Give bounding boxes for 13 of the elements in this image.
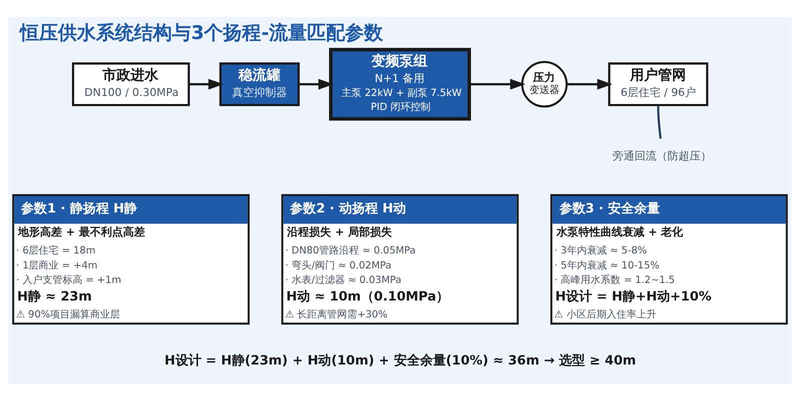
node-box: 市政进水 DN100 / 0.30MPa bbox=[72, 62, 190, 106]
node-box: 用户管网 6层住宅 / 96户 bbox=[608, 62, 708, 106]
arrow bbox=[298, 78, 334, 90]
node-circle: 压力 变送器 bbox=[521, 60, 568, 107]
label: H设计 = H静(23m) + H动(10m) + 安全余量(10%) ≈ 36m → 选型 ≥ 40m bbox=[164, 353, 636, 368]
arrow bbox=[469, 78, 526, 90]
arrow bbox=[566, 78, 612, 90]
node-box: 变频泵组 N+1 备用 主泵 22kW + 副泵 7.5kW PID 闭环控制 bbox=[329, 47, 471, 120]
node-box: 稳流罐 真空抑制器 bbox=[219, 62, 300, 106]
connector bbox=[657, 106, 662, 138]
diagram-title: 恒压供水系统结构与3个扬程-流量匹配参数 bbox=[20, 22, 384, 44]
node-text: 旁通回流（防超压） bbox=[612, 148, 712, 162]
arrow bbox=[188, 78, 224, 90]
